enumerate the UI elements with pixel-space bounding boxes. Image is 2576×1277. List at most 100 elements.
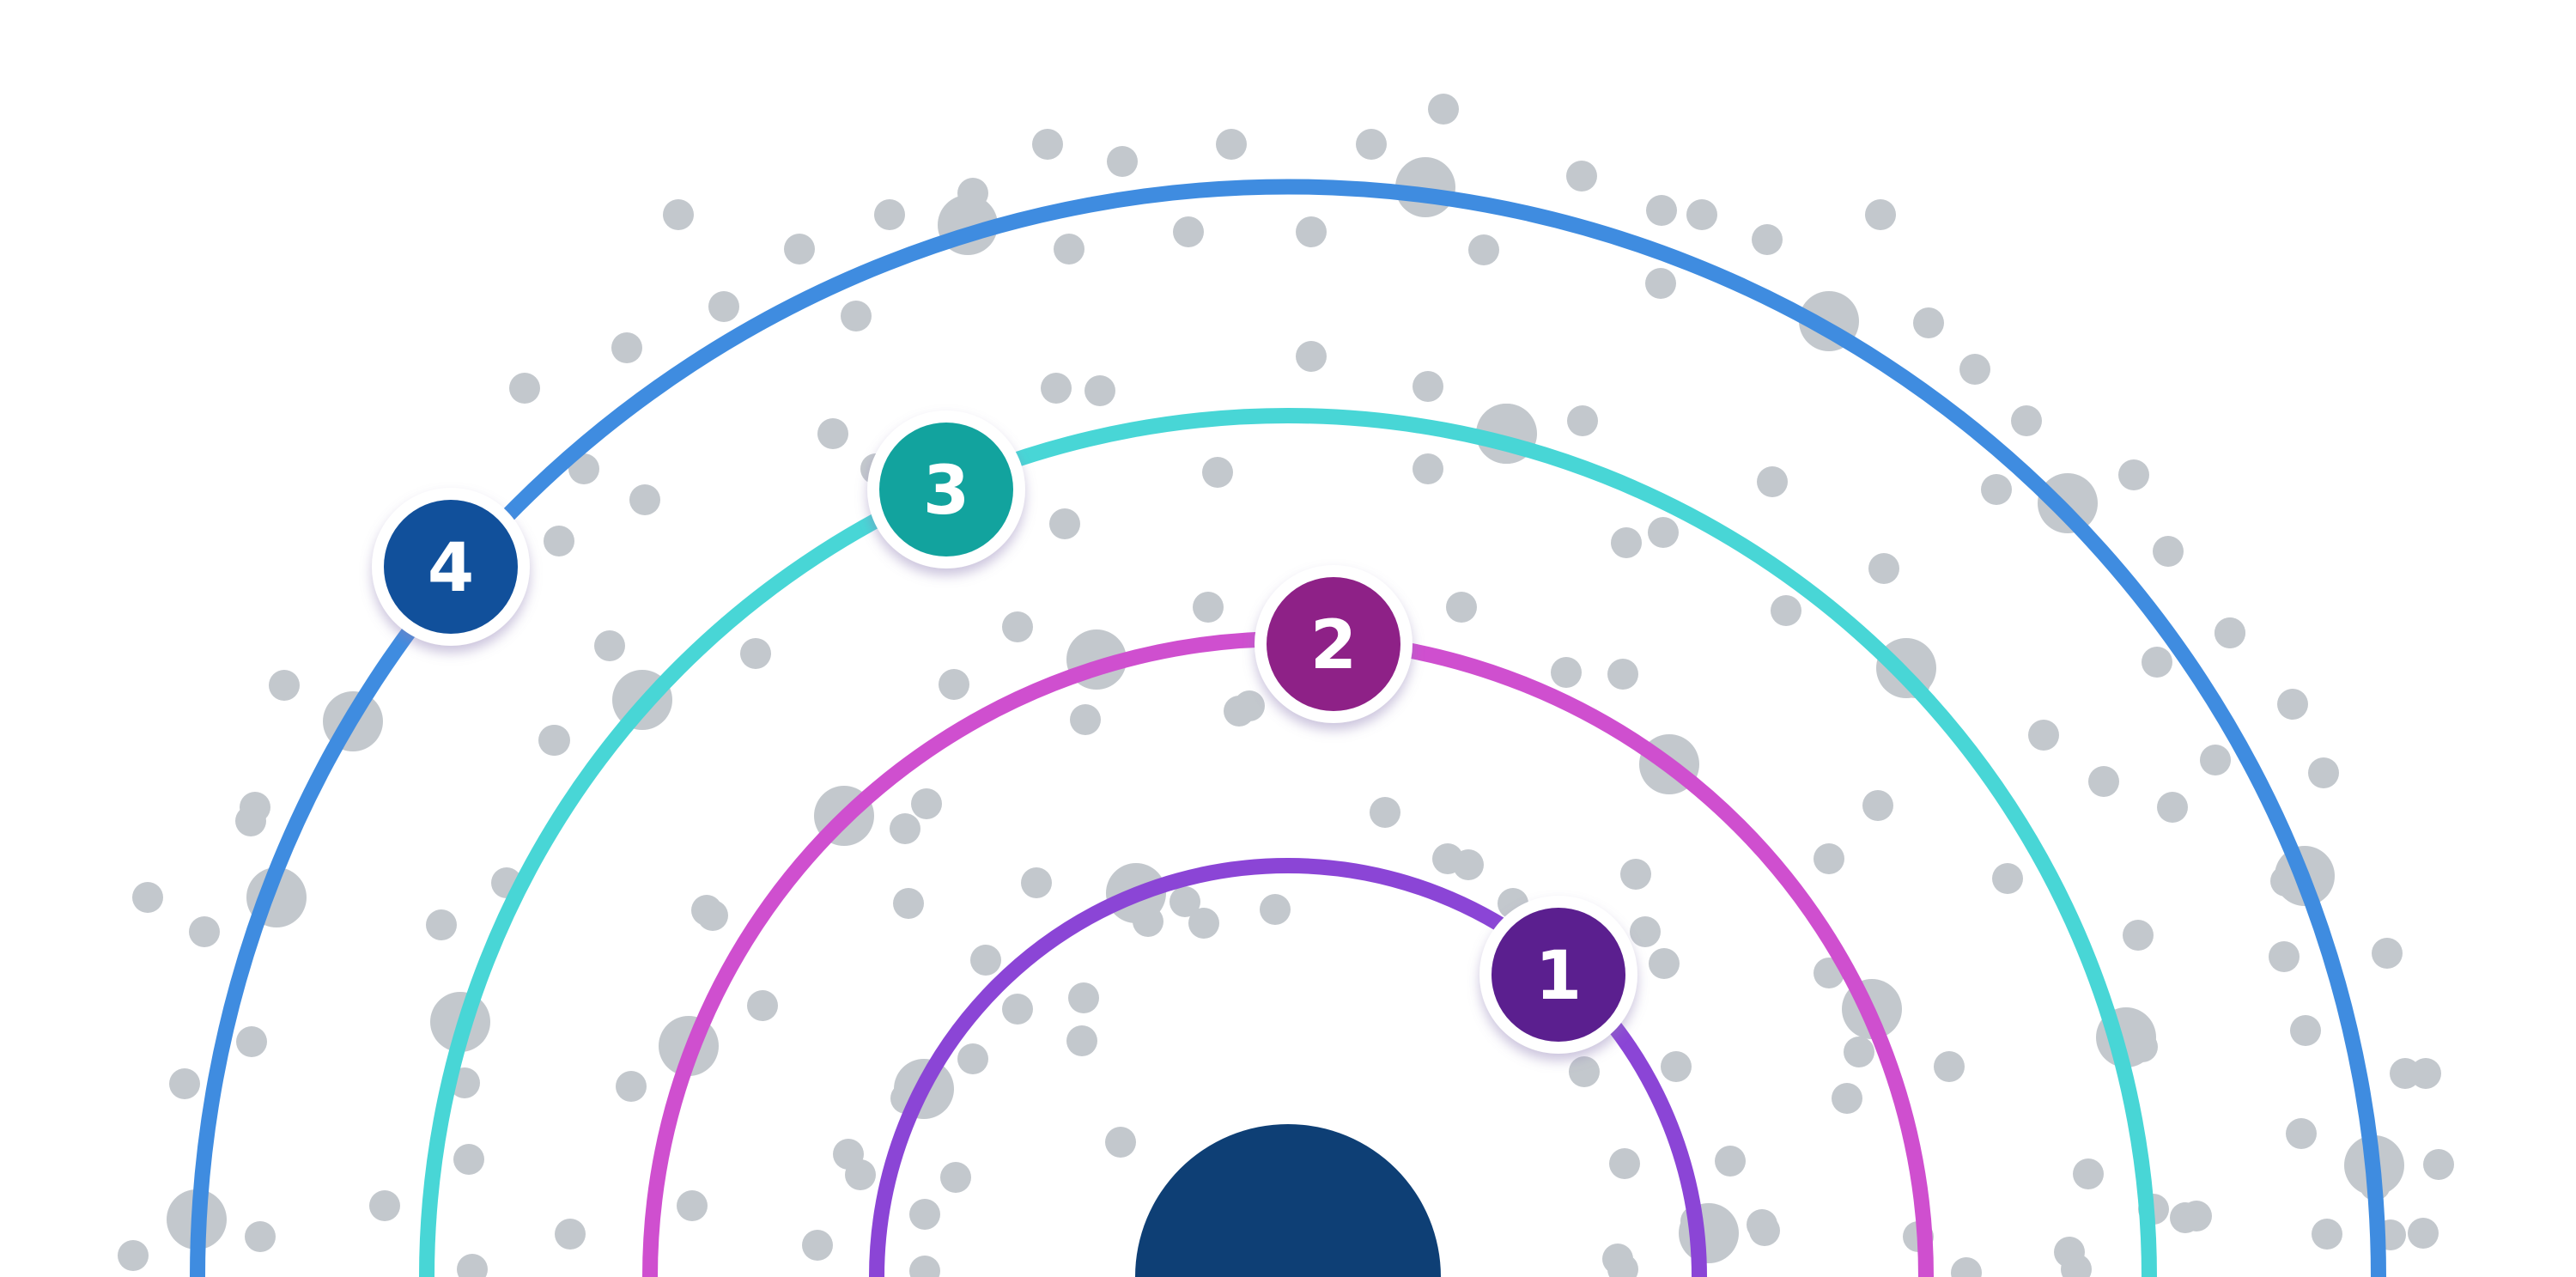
dot xyxy=(1260,894,1291,925)
dot xyxy=(1068,982,1099,1013)
dot xyxy=(1630,916,1661,947)
dot xyxy=(2028,720,2059,751)
dot xyxy=(1567,405,1598,436)
dot xyxy=(1021,867,1052,898)
arc-4 xyxy=(190,179,2386,1277)
arc-ring-3 xyxy=(419,408,2157,1277)
dot xyxy=(740,638,771,669)
dot xyxy=(874,199,905,230)
dot xyxy=(2061,1254,2092,1277)
dot xyxy=(1070,704,1101,735)
dot xyxy=(453,1144,484,1175)
dot xyxy=(509,373,540,404)
dot xyxy=(236,1026,267,1057)
dot xyxy=(2088,766,2119,797)
dot xyxy=(2286,1118,2317,1149)
dot xyxy=(1646,195,1677,226)
dot xyxy=(1370,797,1400,828)
badge-4-label: 4 xyxy=(428,530,474,607)
dot xyxy=(611,332,642,363)
dot xyxy=(677,1190,708,1221)
dot xyxy=(2308,757,2339,788)
dot xyxy=(940,1162,971,1193)
dot xyxy=(629,484,660,515)
dot xyxy=(939,669,969,700)
badge-2-label: 2 xyxy=(1310,607,1357,684)
dot xyxy=(1041,373,1072,404)
dot xyxy=(1066,1025,1097,1056)
dot xyxy=(1757,466,1788,497)
dot xyxy=(1607,1254,1638,1277)
badge-4: 4 xyxy=(372,488,530,646)
dot xyxy=(2142,647,2172,678)
dot xyxy=(1959,354,1990,385)
dot xyxy=(2157,792,2188,823)
dot xyxy=(909,1256,940,1277)
dot xyxy=(893,888,924,919)
arc-ring-1 xyxy=(869,858,1707,1277)
dot xyxy=(1607,659,1638,690)
core-semicircle xyxy=(1135,1124,1441,1277)
dot xyxy=(2277,689,2308,720)
dot xyxy=(890,813,920,844)
dot xyxy=(1661,1051,1692,1082)
dot xyxy=(1649,948,1680,979)
dot xyxy=(784,234,815,265)
dot xyxy=(594,630,625,661)
dot xyxy=(1356,129,1387,160)
dot xyxy=(1468,234,1499,265)
dot xyxy=(1865,199,1896,230)
dot xyxy=(1224,696,1255,727)
dot-large xyxy=(2038,473,2098,533)
dot xyxy=(1934,1051,1965,1082)
dot xyxy=(1992,863,2023,894)
dot xyxy=(2153,536,2184,567)
dot xyxy=(1862,790,1893,821)
badge-1: 1 xyxy=(1479,896,1637,1054)
dot xyxy=(1084,375,1115,406)
dot xyxy=(1216,129,1247,160)
dot xyxy=(2290,1015,2321,1046)
dot xyxy=(1413,371,1443,402)
dot xyxy=(1868,553,1899,584)
dot xyxy=(1002,611,1033,642)
dot xyxy=(2423,1149,2454,1180)
badge-3-label: 3 xyxy=(923,453,969,530)
badge-3: 3 xyxy=(867,410,1025,569)
dot xyxy=(1747,1209,1777,1240)
dot xyxy=(369,1190,400,1221)
dot xyxy=(1428,94,1459,125)
dot xyxy=(1981,474,2012,505)
dot xyxy=(1193,592,1224,623)
dot xyxy=(2410,1058,2441,1089)
dot xyxy=(1814,843,1844,874)
dot xyxy=(1569,1056,1600,1087)
dot xyxy=(245,1221,276,1252)
dot xyxy=(457,1254,488,1277)
badge-2: 2 xyxy=(1255,565,1413,723)
dot xyxy=(1296,216,1327,247)
dot xyxy=(1446,592,1477,623)
dot xyxy=(747,990,778,1021)
dot xyxy=(555,1219,586,1250)
dot xyxy=(1609,1148,1640,1179)
dot xyxy=(909,1199,940,1230)
dot xyxy=(2269,941,2300,972)
dot xyxy=(1913,307,1944,338)
dot xyxy=(957,1043,988,1074)
dot xyxy=(841,301,872,331)
dot xyxy=(1413,453,1443,484)
dot xyxy=(1951,1257,1982,1277)
dot xyxy=(132,882,163,913)
dot xyxy=(1105,1127,1136,1158)
dot xyxy=(911,788,942,819)
dot xyxy=(1832,1083,1862,1114)
dot xyxy=(616,1071,647,1102)
dot xyxy=(817,418,848,449)
dot xyxy=(544,526,574,556)
arc-1 xyxy=(869,858,1707,1277)
dot xyxy=(1049,508,1080,539)
dot xyxy=(1202,457,1233,488)
dot xyxy=(2372,938,2403,969)
